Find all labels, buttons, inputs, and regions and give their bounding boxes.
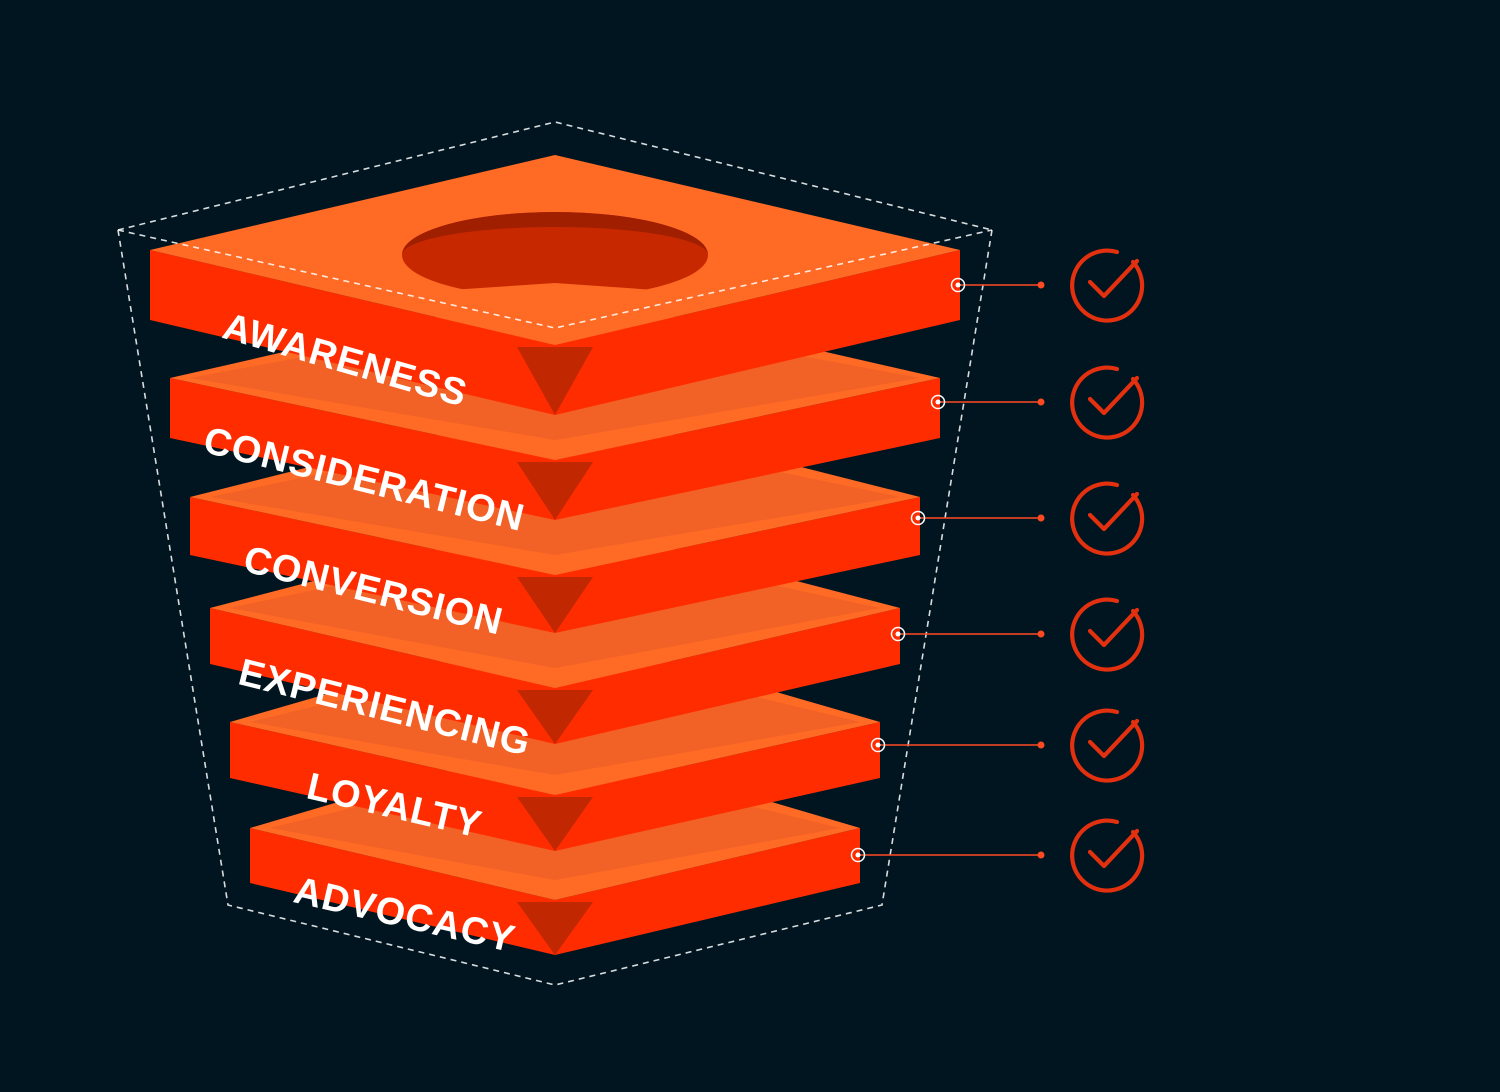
connector-end-dot [1037,281,1045,289]
layer-front-left [170,378,555,520]
check-circle-icon [1070,708,1145,783]
connector-node [850,847,866,863]
layer-front-left [190,497,555,633]
down-arrow-icon [517,690,593,744]
layer-front-right [555,497,920,633]
layer-front-right [555,722,880,851]
stage-connector [850,818,1145,893]
layer-front-left [210,608,555,744]
opening-glimpse [450,283,655,318]
connector-end-dot [1037,851,1045,859]
connector-node [910,510,926,526]
down-arrow-icon [517,902,593,955]
dashed-outline [117,121,993,231]
layer-front-right [555,828,860,955]
funnel-opening [402,212,708,298]
layer-front-right [555,608,900,744]
connector-end-dot [1037,741,1045,749]
connector-node [890,626,906,642]
layer-front-left [230,722,555,851]
stage-connector [950,248,1145,323]
layer-front-right [555,378,940,520]
connector-end-dot [1037,514,1045,522]
check-circle-icon [1070,818,1145,893]
layer-front-left [250,828,555,955]
dashed-outline-front [117,229,993,986]
layer-front-left [150,250,555,415]
down-arrow-icon [517,347,593,415]
layer-front-right [555,250,960,415]
connector-end-dot [1037,398,1045,406]
check-circle-icon [1070,365,1145,440]
stage-connector [910,481,1145,556]
funnel-opening-inner [402,212,708,255]
connector-node [950,277,966,293]
funnel-layer: LOYALTY [230,628,880,851]
funnel-layers: ADVOCACYLOYALTYEXPERIENCINGCONVERSIONCON… [150,155,960,961]
stage-connector [870,708,1145,783]
down-arrow-icon [517,462,593,520]
check-circle-icon [1070,597,1145,672]
connector-node [930,394,946,410]
check-circle-icon [1070,481,1145,556]
connectors [850,248,1145,893]
stage-connector [890,597,1145,672]
check-circle-icon [1070,248,1145,323]
stage-connector [930,365,1145,440]
down-arrow-icon [517,797,593,851]
down-arrow-icon [517,577,593,633]
connector-node [870,737,886,753]
connector-end-dot [1037,630,1045,638]
funnel-layer: AWARENESS [150,155,960,415]
